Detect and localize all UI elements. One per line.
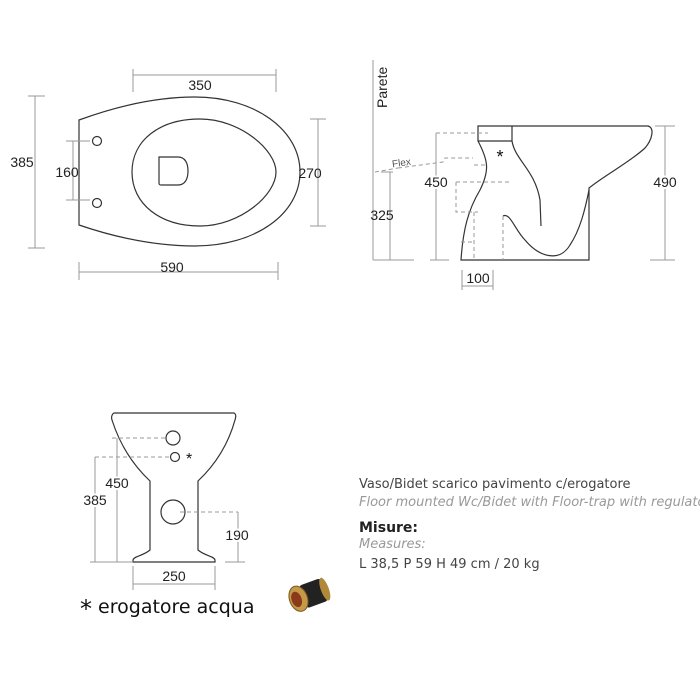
legend-text: erogatore acqua bbox=[98, 596, 255, 618]
dim-190: 190 bbox=[225, 527, 249, 543]
plan-bowl-opening bbox=[131, 118, 277, 227]
inlet-hole-icon bbox=[165, 430, 181, 446]
dim-160: 160 bbox=[55, 164, 79, 180]
dim-490: 490 bbox=[653, 174, 677, 190]
product-title-en: Floor mounted Wc/Bidet with Floor-trap w… bbox=[359, 495, 700, 510]
dim-250: 250 bbox=[162, 568, 186, 584]
dim-385: 385 bbox=[10, 154, 34, 170]
wall-label: Parete bbox=[374, 67, 390, 108]
dim-450-front: 450 bbox=[105, 475, 129, 491]
measures-heading-en: Measures: bbox=[359, 537, 426, 552]
dim-590: 590 bbox=[160, 259, 184, 275]
asterisk-icon: * bbox=[80, 595, 92, 623]
dim-385-front: 385 bbox=[83, 492, 107, 508]
dim-325: 325 bbox=[370, 207, 394, 223]
plan-view: 350 385 160 270 590 bbox=[10, 69, 326, 280]
plan-outline bbox=[78, 96, 301, 247]
dim-100: 100 bbox=[466, 270, 490, 286]
product-title: Vaso/Bidet scarico pavimento c/erogatore bbox=[359, 477, 631, 492]
flex-label: Flex bbox=[391, 157, 411, 171]
measures-heading: Misure: bbox=[359, 520, 419, 536]
seat-hole-icon bbox=[91, 135, 103, 147]
dim-270: 270 bbox=[298, 165, 322, 181]
regulator-fitting-image bbox=[288, 577, 331, 612]
drain-hole-icon bbox=[160, 499, 186, 525]
seat-hole-icon bbox=[91, 197, 103, 209]
plan-drain bbox=[158, 156, 189, 186]
side-outline bbox=[460, 125, 653, 261]
legend: * erogatore acqua bbox=[80, 595, 255, 623]
regulator-marker-icon: * bbox=[496, 147, 503, 167]
dim-450: 450 bbox=[424, 174, 448, 190]
front-view: * 450 385 190 250 bbox=[81, 412, 251, 590]
regulator-marker-icon: * bbox=[186, 451, 192, 468]
measures-value: L 38,5 P 59 H 49 cm / 20 kg bbox=[359, 557, 540, 572]
regulator-hole-icon bbox=[169, 451, 181, 463]
side-view: Parete Flex * 325 450 490 100 bbox=[370, 60, 679, 290]
dim-350: 350 bbox=[188, 77, 212, 93]
front-outline bbox=[111, 412, 237, 563]
